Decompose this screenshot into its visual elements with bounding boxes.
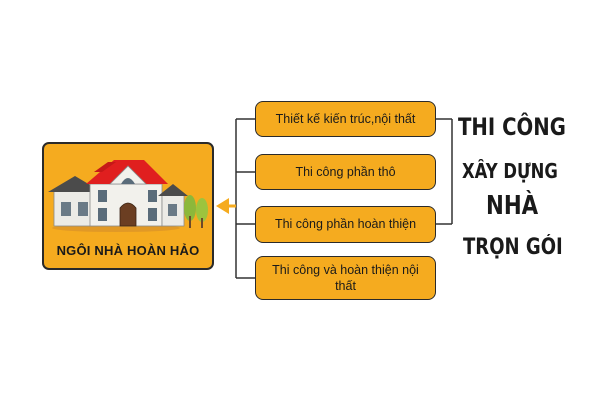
item-architecture-design: Thiết kế kiến trúc,nội thất bbox=[255, 101, 436, 137]
item-interior-finishing: Thi công và hoàn thiện nội thất bbox=[255, 256, 436, 300]
side-title-line-3: NHÀ bbox=[486, 191, 539, 221]
side-title-line-1: THI CÔNG bbox=[458, 113, 566, 141]
side-title-line-2: XÂY DỰNG bbox=[462, 159, 558, 183]
arrow-left-icon bbox=[216, 198, 236, 214]
side-title-line-4: TRỌN GÓI bbox=[463, 235, 563, 260]
item-rough-construction: Thi công phần thô bbox=[255, 154, 436, 190]
house-icon bbox=[48, 160, 208, 232]
tree-icon bbox=[184, 195, 208, 228]
item-finishing-construction: Thi công phần hoàn thiện bbox=[255, 206, 436, 243]
main-node: NGÔI NHÀ HOÀN HẢO bbox=[42, 142, 214, 270]
main-node-label: NGÔI NHÀ HOÀN HẢO bbox=[56, 243, 200, 258]
